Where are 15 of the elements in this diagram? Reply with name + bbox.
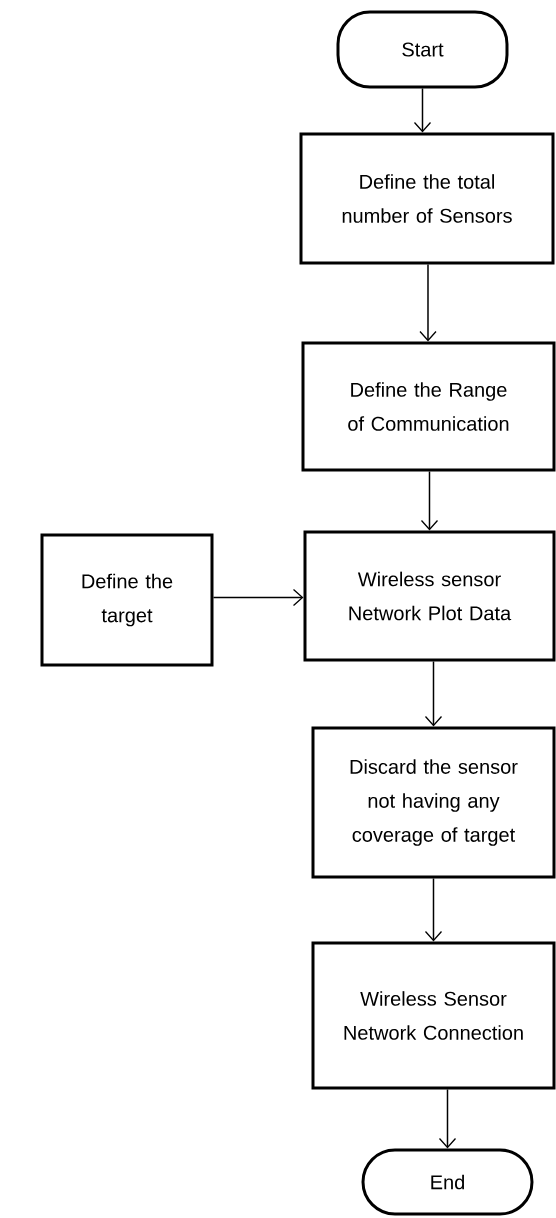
process-box: Wireless Sensor Network Connection xyxy=(311,941,556,1090)
arrow xyxy=(424,877,443,942)
arrow xyxy=(424,660,443,727)
process-box: Define the Range of Communication xyxy=(301,341,556,472)
arrow xyxy=(438,1088,457,1149)
process-box: Wireless sensor Network Plot Data xyxy=(303,530,556,662)
end-terminal: End xyxy=(361,1148,534,1216)
arrow xyxy=(413,87,432,133)
process-box: Discard the sensor not having any coverage of target xyxy=(311,726,556,879)
arrow xyxy=(420,470,439,531)
process-box: Define the total number of Sensors xyxy=(299,132,555,265)
arrow xyxy=(419,263,437,342)
process-box: Define the target xyxy=(40,533,214,667)
start-terminal: Start xyxy=(336,10,509,89)
arrow xyxy=(212,588,304,607)
